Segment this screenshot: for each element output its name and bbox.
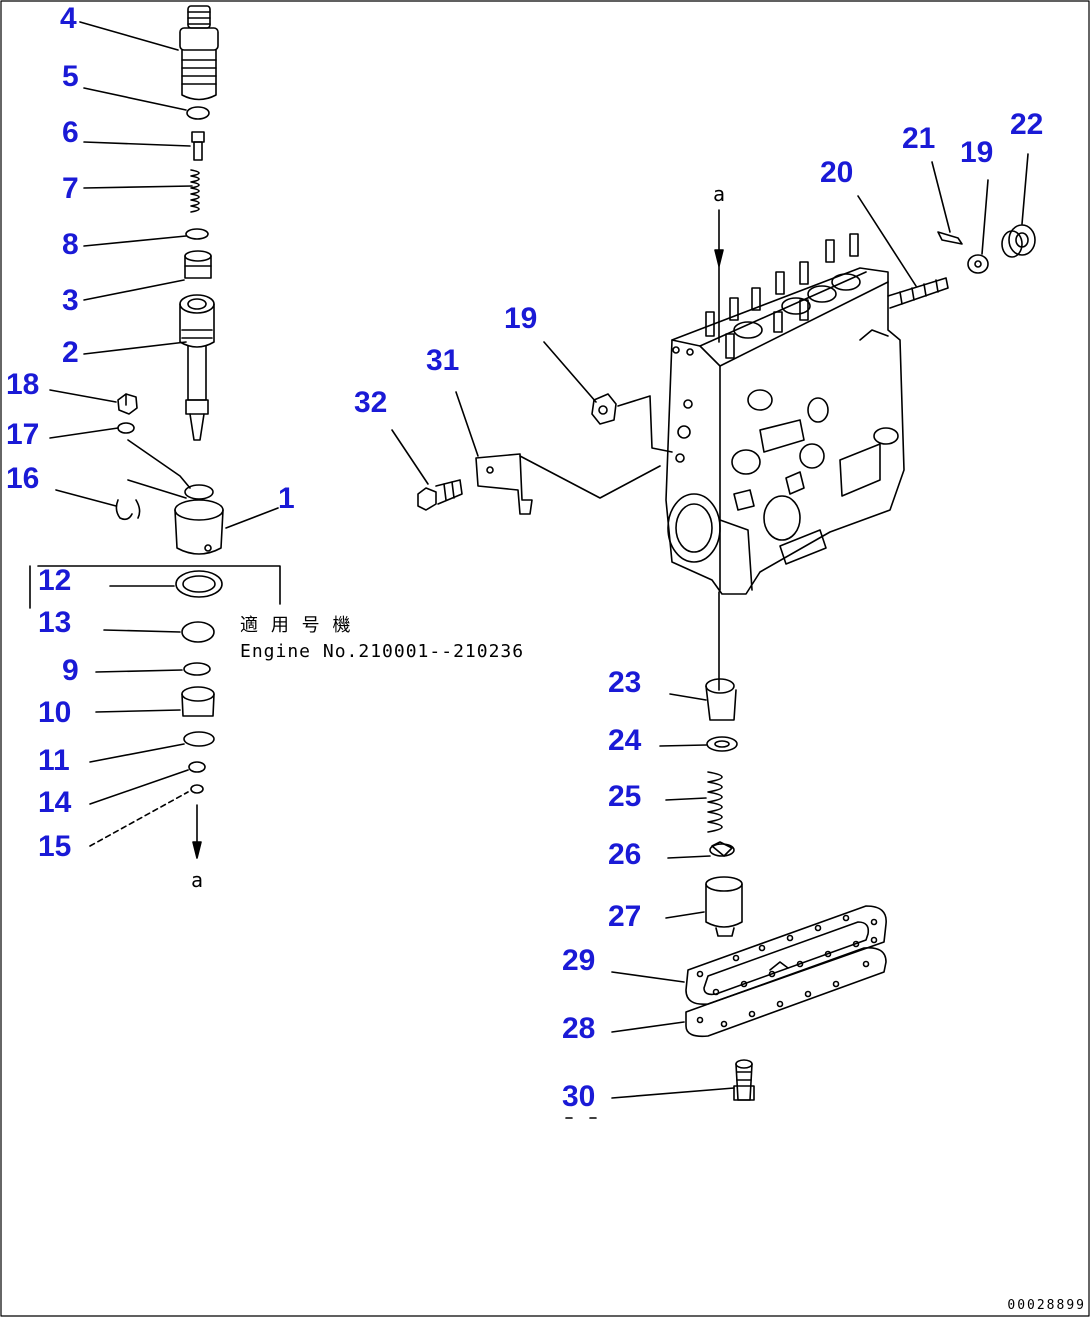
part-snap-ring [115, 499, 141, 521]
part-bracket-31 [475, 453, 533, 515]
part-valve-stopper [191, 131, 205, 161]
callout-23: 23 [608, 666, 642, 699]
callout-22: 22 [1010, 108, 1044, 141]
callout-29: 29 [562, 944, 596, 977]
part-plunger-spring [707, 771, 723, 833]
reference-letter-top: a [713, 182, 726, 206]
callout-12: 12 [38, 564, 72, 597]
callout-25: 25 [608, 780, 642, 813]
callout-19-left: 19 [504, 302, 538, 335]
callout-9: 9 [62, 654, 79, 687]
callout-19-right: 19 [960, 136, 994, 169]
callout-11: 11 [38, 744, 70, 777]
callout-2: 2 [62, 336, 79, 369]
callout-4: 4 [60, 2, 77, 35]
callout-5: 5 [62, 60, 79, 93]
callout-15: 15 [38, 830, 72, 863]
part-plug [181, 621, 215, 643]
part-tappet-guide [705, 678, 737, 721]
drawing-number: 00028899 [1007, 1298, 1086, 1313]
callout-10: 10 [38, 696, 72, 729]
callout-32: 32 [354, 386, 388, 419]
part-seal-ring [175, 570, 223, 598]
callout-17: 17 [6, 418, 40, 451]
part-key [937, 231, 963, 245]
part-bolt-32 [417, 479, 463, 511]
part-tappet [705, 876, 743, 937]
part-c-ring [183, 731, 215, 747]
part-gasket-29 [685, 905, 887, 1006]
part-spring-seat [181, 686, 215, 717]
callout-18: 18 [6, 368, 40, 401]
part-bolt-30 [733, 1059, 755, 1101]
part-pump-housing [665, 233, 905, 595]
callout-14: 14 [38, 786, 72, 819]
callout-3: 3 [62, 284, 79, 317]
callout-1: 1 [278, 482, 295, 515]
part-spring-seat-24 [706, 736, 738, 752]
callout-20: 20 [820, 156, 854, 189]
applicability-note-title: 適 用 号 機 [240, 615, 352, 636]
part-nut [117, 393, 138, 415]
callout-6: 6 [62, 116, 79, 149]
callout-16: 16 [6, 462, 40, 495]
callout-24: 24 [608, 724, 642, 757]
part-nut-22 [1001, 224, 1036, 258]
part-delivery-valve-holder [179, 5, 219, 101]
applicability-note-serial: Engine No.210001--210236 [240, 641, 525, 662]
part-small-washer [117, 422, 135, 434]
callout-31: 31 [426, 344, 460, 377]
callout-21: 21 [902, 122, 936, 155]
callout-13: 13 [38, 606, 72, 639]
callout-30: 30 [562, 1080, 596, 1113]
part-ring-14 [188, 761, 206, 773]
part-plug-19-left [591, 393, 617, 425]
part-plunger-barrel [179, 294, 215, 441]
part-washer [185, 228, 209, 240]
part-small-ring [183, 662, 211, 676]
part-o-ring [186, 106, 210, 120]
part-camshaft [887, 277, 949, 309]
part-delivery-valve [184, 250, 212, 279]
part-washer-19-right [967, 254, 989, 274]
callout-27: 27 [608, 900, 642, 933]
callout-28: 28 [562, 1012, 596, 1045]
callout-7: 7 [62, 172, 79, 205]
part-ring-15 [190, 784, 204, 794]
part-lower-seat [709, 841, 735, 857]
reference-letter-bottom: a [191, 868, 204, 892]
callout-26: 26 [608, 838, 642, 871]
part-valve-spring [190, 169, 200, 213]
part-cover-28 [685, 946, 887, 1038]
callout-8: 8 [62, 228, 79, 261]
part-control-sleeve [174, 484, 224, 555]
